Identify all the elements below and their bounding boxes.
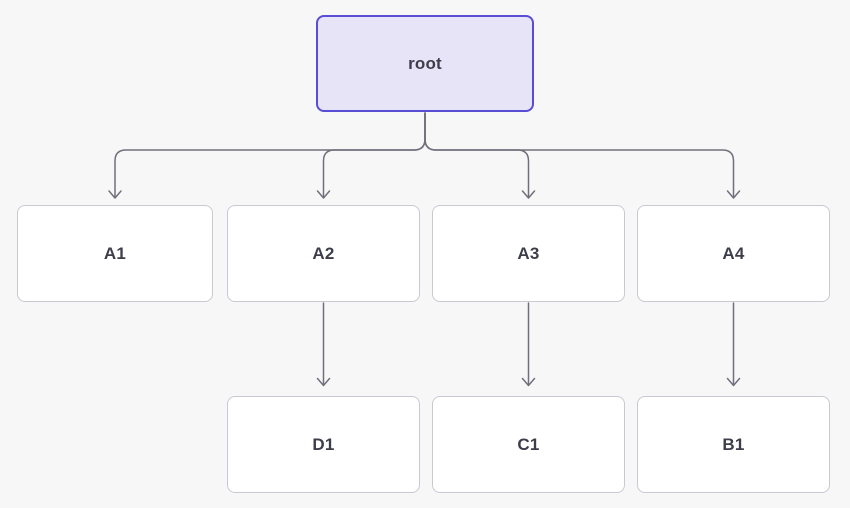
edge-root-a2: [322, 112, 426, 198]
node-b1[interactable]: B1: [637, 396, 830, 493]
node-a1-label: A1: [103, 243, 127, 263]
node-b1-label: B1: [722, 434, 745, 454]
node-a3[interactable]: A3: [432, 205, 625, 302]
node-d1[interactable]: D1: [227, 396, 420, 493]
node-a4-label: A4: [722, 243, 745, 263]
node-c1[interactable]: C1: [432, 396, 625, 493]
arrowhead-a2-d1: [316, 377, 331, 387]
node-a1[interactable]: A1: [17, 205, 213, 302]
node-root[interactable]: root: [316, 15, 534, 112]
edge-root-a1: [114, 112, 426, 198]
arrowhead-root-a2: [316, 190, 331, 199]
edge-root-a4: [424, 112, 735, 198]
arrowhead-root-a4: [726, 190, 741, 199]
arrowhead-root-a3: [521, 190, 536, 199]
edge-root-a3: [424, 112, 530, 198]
node-d1-label: D1: [312, 434, 335, 454]
node-a2-label: A2: [312, 243, 335, 263]
arrowhead-a3-c1: [521, 377, 536, 387]
node-a2[interactable]: A2: [227, 205, 420, 302]
arrowhead-a4-b1: [726, 377, 741, 387]
node-c1-label: C1: [517, 434, 540, 454]
node-a3-label: A3: [517, 243, 540, 263]
node-a4[interactable]: A4: [637, 205, 830, 302]
arrowhead-root-a1: [108, 190, 122, 199]
node-root-label: root: [408, 53, 442, 73]
